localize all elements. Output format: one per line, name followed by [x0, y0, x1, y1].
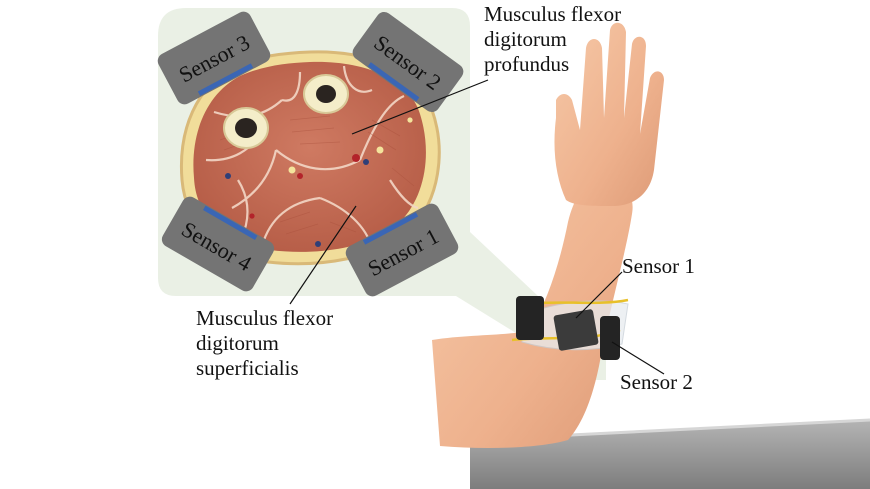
callout-line: Musculus flexor: [484, 2, 622, 26]
electrode-strip: [197, 63, 254, 96]
hand-skin: [554, 22, 664, 207]
bones: [223, 74, 349, 149]
arm-skin: [432, 181, 633, 448]
radius-marrow: [316, 85, 336, 103]
callout-line: superficialis: [196, 356, 299, 380]
callout-line: digitorum: [484, 27, 567, 51]
arm-illustration: [432, 22, 870, 489]
ulna-marrow: [235, 118, 257, 138]
leader-lines: [289, 79, 665, 375]
electrode-strip: [367, 62, 420, 102]
callout-line: digitorum: [196, 331, 279, 355]
electrode-strip: [362, 212, 419, 245]
arm-side-module-left: [516, 296, 544, 340]
arm-sensor-1-label: Sensor 1: [622, 254, 695, 278]
callout-line: Musculus flexor: [196, 306, 334, 330]
electrode-strip: [203, 205, 258, 240]
arm-sensor-2-module: [600, 316, 620, 360]
arm-sensor-1-module: [553, 309, 599, 351]
arm-sensor-2-label: Sensor 2: [620, 370, 693, 394]
vessels: [225, 117, 413, 247]
superficialis-callout: Musculus flexor digitorum superficialis: [196, 306, 333, 381]
callout-line: profundus: [484, 52, 570, 76]
profundus-callout: Musculus flexor digitorum profundus: [484, 2, 621, 77]
